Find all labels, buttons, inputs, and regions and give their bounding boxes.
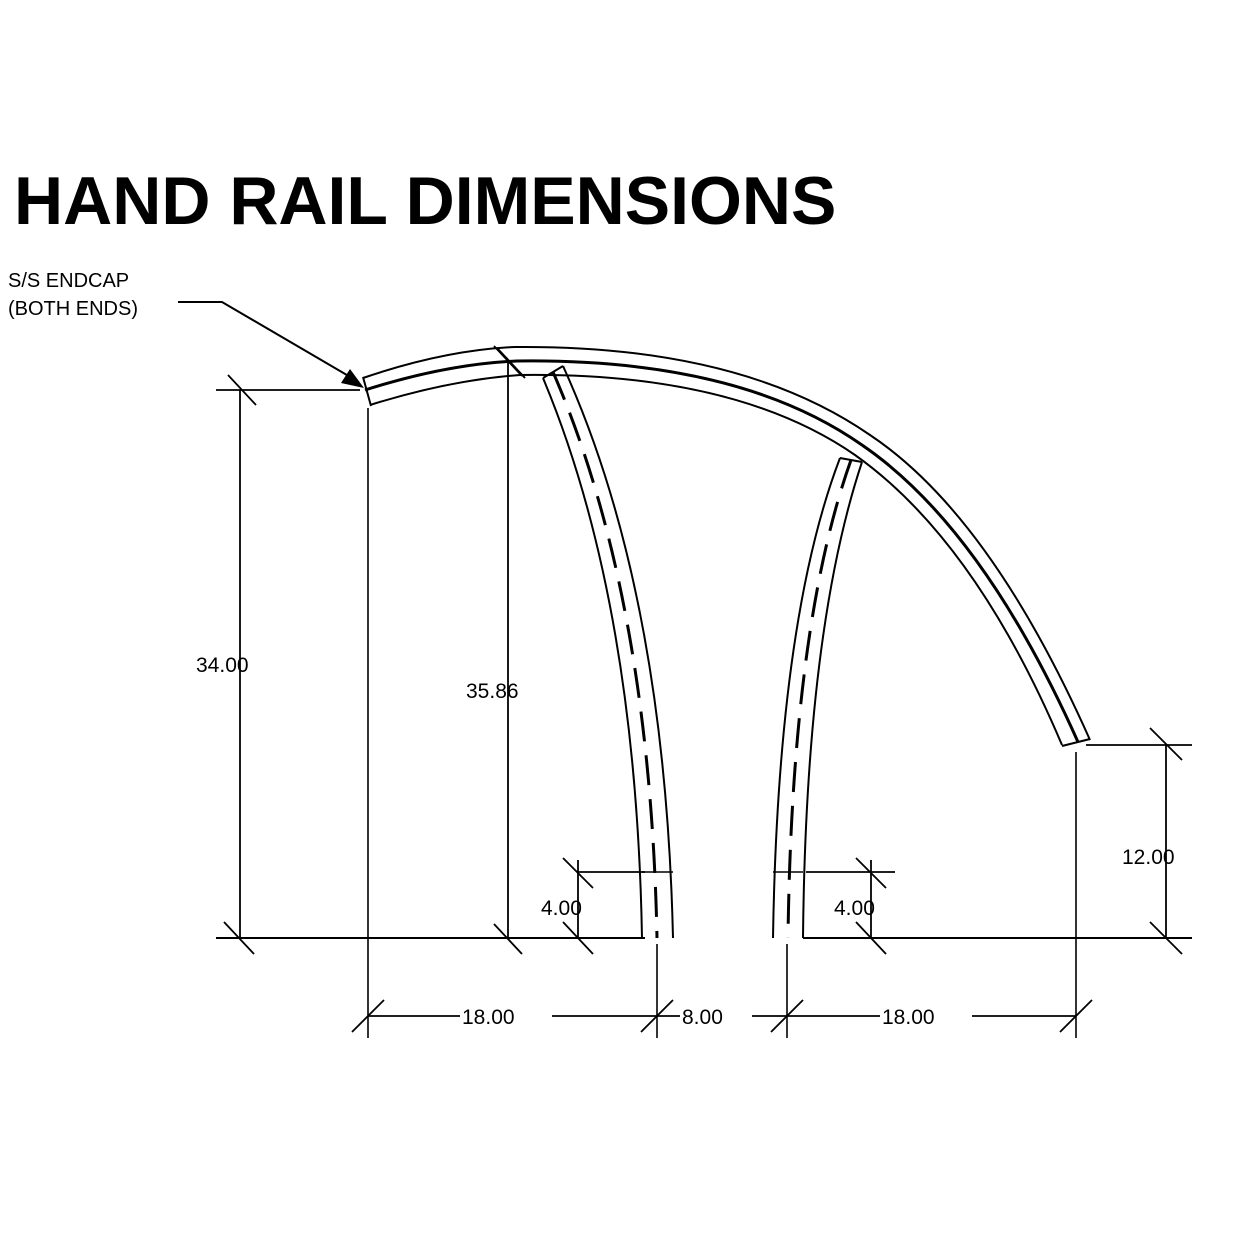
dim-label-height-left: 34.00 <box>196 654 249 677</box>
dim-height-right <box>1086 727 1192 955</box>
main-rail-outer-edge <box>362 345 1091 741</box>
dim-height-top <box>493 345 523 955</box>
right-leg <box>772 457 863 939</box>
right-leg-inner-edge <box>802 461 863 939</box>
right-leg-outer-edge <box>772 457 841 939</box>
page-title: HAND RAIL DIMENSIONS <box>14 163 837 239</box>
dim-label-height-right: 12.00 <box>1122 846 1175 869</box>
dim-label-span-right: 18.00 <box>882 1006 935 1029</box>
dim-leg-left <box>562 857 645 955</box>
right-leg-center-dashed <box>786 459 853 939</box>
dim-label-height-top: 35.86 <box>466 680 519 703</box>
dim-label-span-left: 18.00 <box>462 1006 515 1029</box>
extension-lines <box>367 408 1077 1038</box>
dim-height-left <box>216 374 360 955</box>
left-leg-outer-edge <box>562 365 674 939</box>
dim-label-gap-middle: 8.00 <box>682 1006 723 1029</box>
dim-label-leg-right: 4.00 <box>834 897 875 920</box>
callout-arrowhead <box>341 369 364 388</box>
callout-label-line1: S/S ENDCAP <box>8 270 129 292</box>
main-rail <box>362 345 1091 747</box>
left-leg <box>542 365 674 939</box>
endcap-right <box>1061 738 1091 747</box>
callout-label-line2: (BOTH ENDS) <box>8 298 138 320</box>
dim-leg-right <box>806 857 895 955</box>
endcap-callout-leader <box>178 301 353 379</box>
left-leg-inner-edge <box>542 377 643 939</box>
dim-label-leg-left: 4.00 <box>541 897 582 920</box>
main-rail-center-line <box>364 359 1080 743</box>
main-rail-inner-edge <box>369 373 1063 746</box>
endcap-left <box>362 376 372 407</box>
dim-span-row <box>351 999 1093 1033</box>
left-leg-center-dashed <box>551 371 659 939</box>
